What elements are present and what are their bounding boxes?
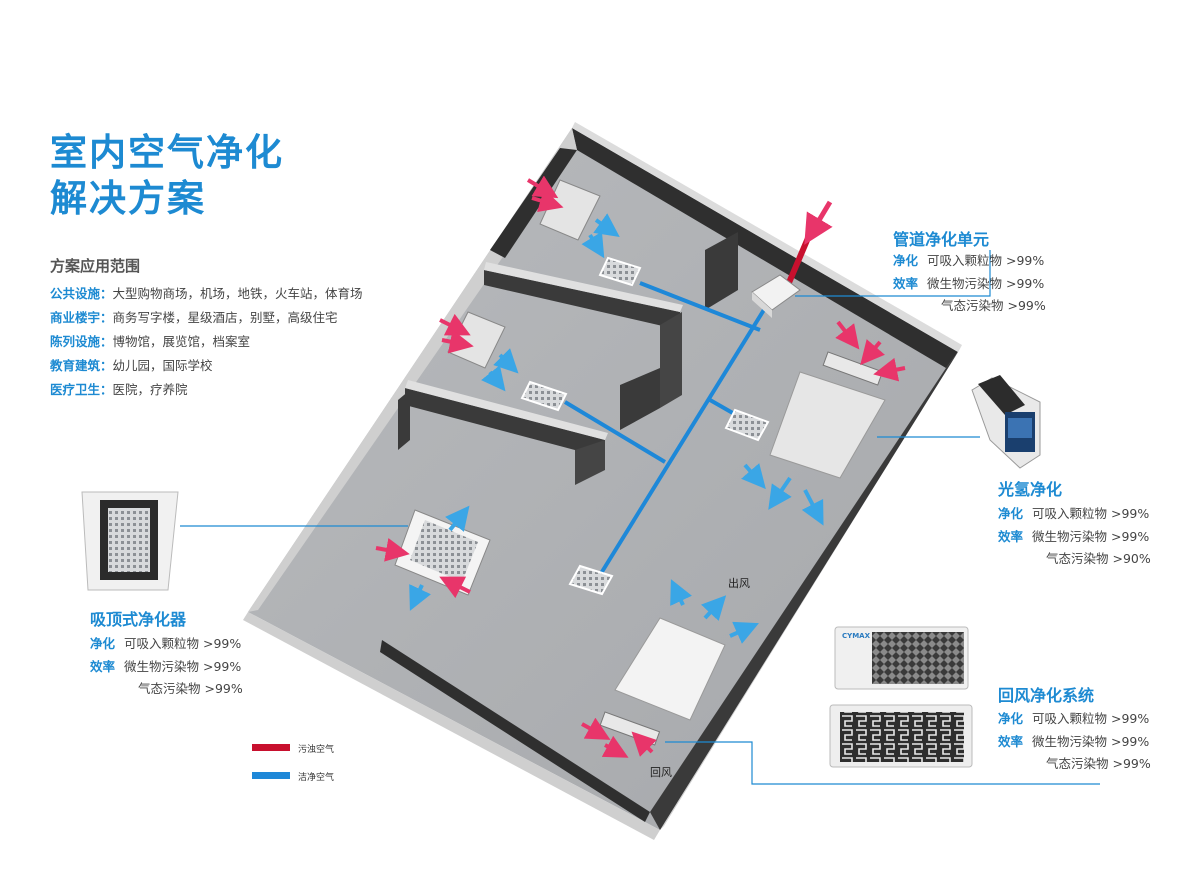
scope-item: 公共设施：大型购物商场，机场，地铁，火车站，体育场 [50,286,363,301]
scope-item: 商业楼宇：商务写字楼，星级酒店，别墅，高级住宅 [50,310,338,325]
room-beds [599,351,886,746]
duct-unit-device [751,274,801,318]
scope-list: 公共设施：大型购物商场，机场，地铁，火车站，体育场 商业楼宇：商务写字楼，星级酒… [50,282,363,402]
scope-item: 医疗卫生：医院，疗养院 [50,382,188,397]
return-label: 回风 [650,766,672,779]
return-air-title: 回风净化系统 [998,686,1095,705]
outer-wall-bottom [243,612,660,840]
scope-heading: 方案应用范围 [50,257,141,275]
photo-hydrogen-specs: 净化可吸入颗粒物 >99% 效率微生物污染物 >99% 气态污染物 >90% [998,506,1151,566]
return-air-specs: 净化可吸入颗粒物 >99% 效率微生物污染物 >99% 气态污染物 >99% [998,711,1151,771]
outlet-label: 出风 [728,577,750,590]
legend-dirty-swatch [252,744,290,751]
page-title: 室内空气净化 解决方案 [50,131,284,220]
return-air-product-image [829,626,973,768]
duct-network [563,281,772,577]
ceiling-purifier-specs: 净化可吸入颗粒物 >99% 效率微生物污染物 >99% 气态污染物 >99% [90,636,243,696]
cassette-product-image [81,491,179,591]
duct-unit-specs: 净化可吸入颗粒物 >99% 效率微生物污染物 >99% 气态污染物 >99% [893,253,1046,313]
callout-lines [180,250,1100,785]
device-brand: CYMAX [842,632,870,640]
scope-item: 陈列设施：博物馆，展览馆，档案室 [50,334,251,349]
legend-dirty-label: 污浊空气 [298,745,335,755]
photo-hydrogen-device [971,375,1041,469]
scope-item: 教育建筑：幼儿园，国际学校 [50,358,213,373]
clean-air-arrows [409,213,824,644]
dirty-air-arrow [804,200,833,245]
photo-hydrogen-title: 光氢净化 [998,480,1063,499]
duct-unit-title: 管道净化单元 [893,230,990,249]
ceiling-purifier-title: 吸顶式净化器 [90,610,187,629]
legend-clean-swatch [252,772,290,779]
ceiling-vents [520,256,770,596]
dirty-air-intake-pipe [785,236,811,287]
outer-wall-top-right [572,128,958,368]
interior-walls [398,232,738,485]
dirty-air-arrows [375,175,906,758]
legend-clean-label: 洁净空气 [298,773,335,783]
